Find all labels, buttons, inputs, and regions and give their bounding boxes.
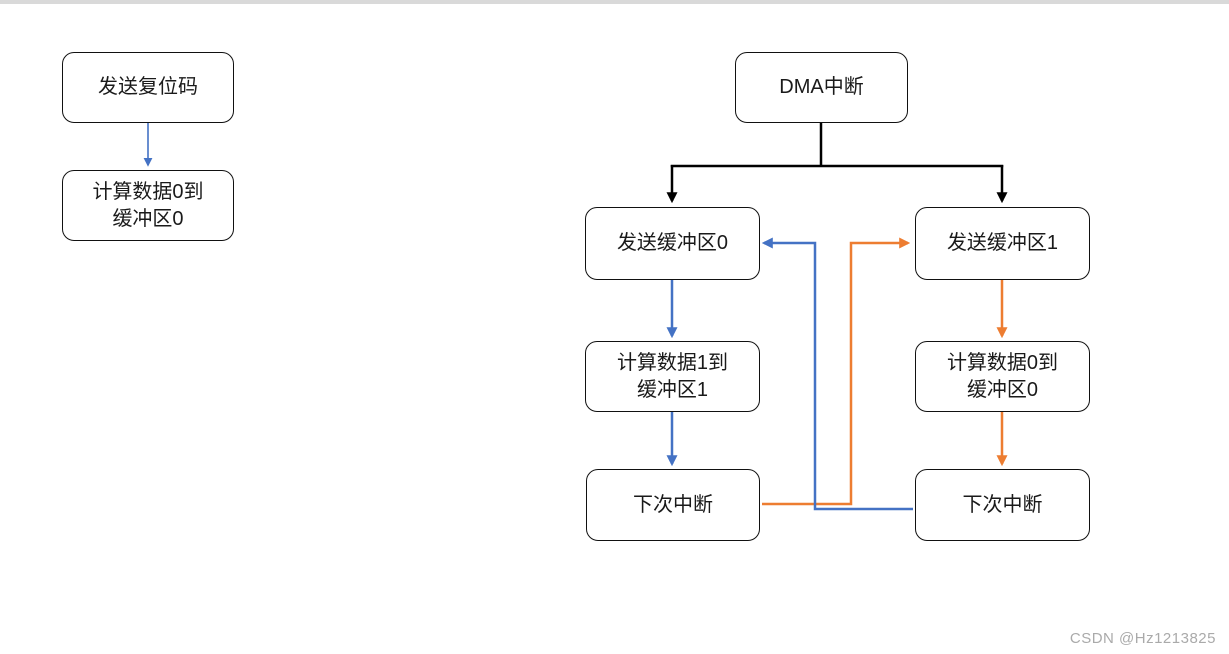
node-calc-data1-to-buf1: 计算数据1到 缓冲区1 xyxy=(585,341,760,412)
node-next-interrupt-right: 下次中断 xyxy=(915,469,1090,541)
csdn-watermark: CSDN @Hz1213825 xyxy=(1069,630,1216,647)
node-calc-data0-to-buf0-right: 计算数据0到 缓冲区0 xyxy=(915,341,1090,412)
node-dma-interrupt: DMA中断 xyxy=(735,52,908,123)
connector-next-left-to-buf1-loop xyxy=(762,237,911,506)
node-next-interrupt-left: 下次中断 xyxy=(586,469,760,541)
connector-next-right-to-buf0-loop xyxy=(761,237,913,511)
node-send-buffer0: 发送缓冲区0 xyxy=(585,207,760,280)
top-divider-bar xyxy=(0,0,1229,4)
node-send-reset-code: 发送复位码 xyxy=(62,52,234,123)
node-calc-data0-to-buf0-left: 计算数据0到 缓冲区0 xyxy=(62,170,234,241)
node-send-buffer1: 发送缓冲区1 xyxy=(915,207,1090,280)
